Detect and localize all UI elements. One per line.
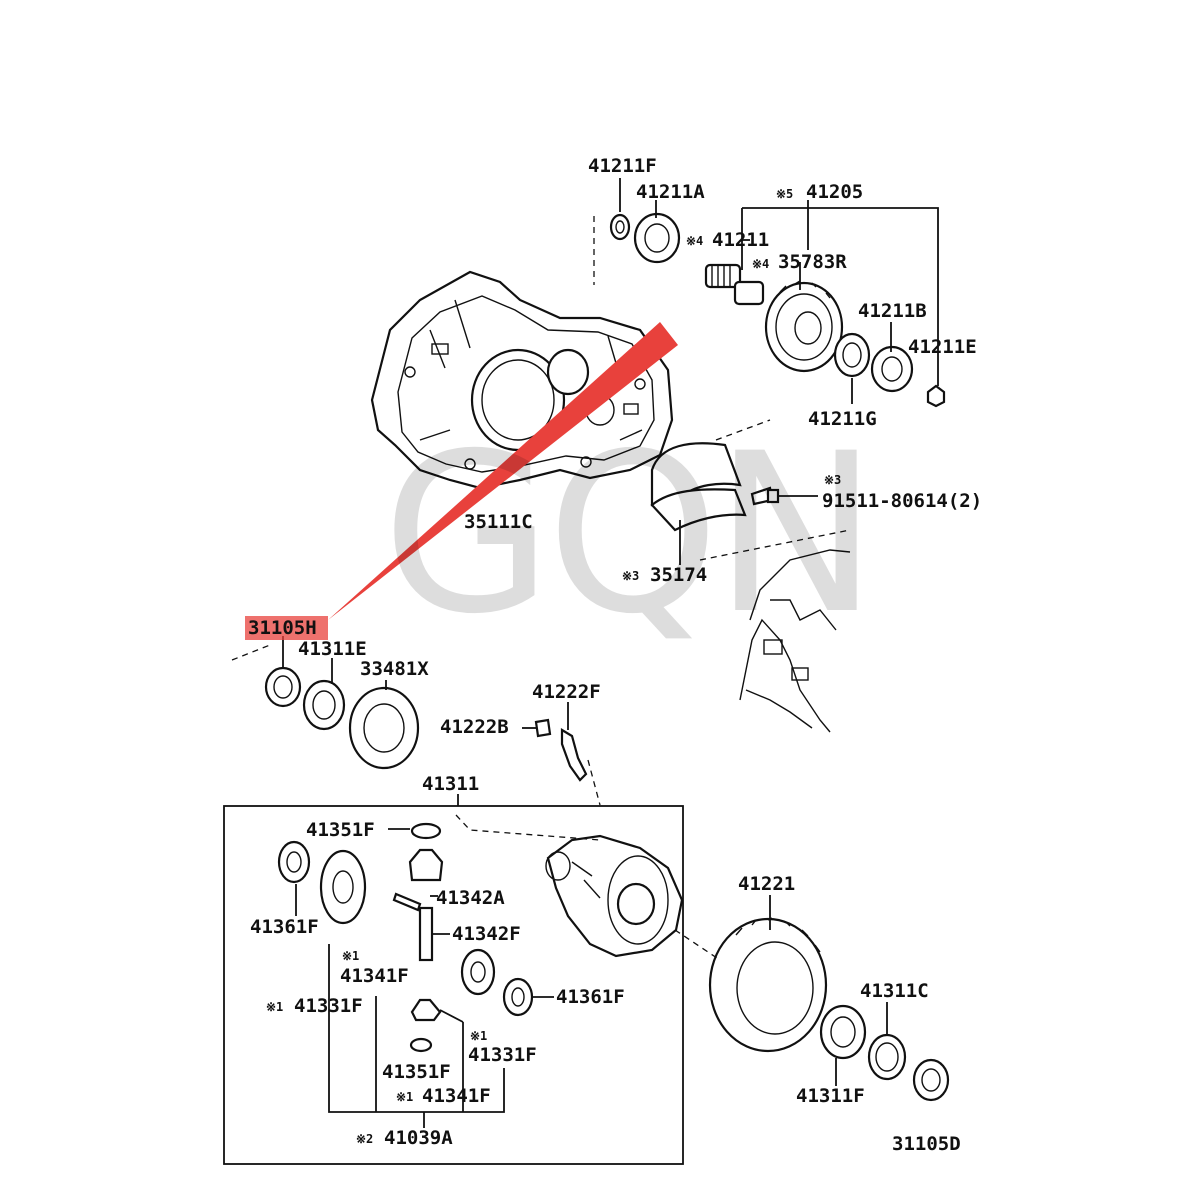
- mark-41205: ※5: [776, 187, 793, 201]
- label-41351F-top: 41351F: [306, 819, 375, 841]
- label-41342A: 41342A: [436, 887, 505, 909]
- label-41221: 41221: [738, 873, 795, 895]
- bearing-41311F: [819, 1004, 867, 1060]
- nut-41211E: [926, 384, 946, 408]
- bearing-41211B: [870, 345, 914, 393]
- label-35174: 35174: [650, 564, 707, 586]
- label-41331F-left: 41331F: [294, 995, 363, 1017]
- left-bearing-group: [231, 644, 420, 770]
- label-41342F: 41342F: [452, 923, 521, 945]
- bearing-41211A: [633, 212, 681, 264]
- bracket-41222F: [560, 728, 588, 782]
- label-41311C: 41311C: [860, 980, 929, 1002]
- ring-gear-41221: [708, 917, 828, 1053]
- label-41311E: 41311E: [298, 638, 367, 660]
- label-31105D: 31105D: [892, 1133, 961, 1155]
- label-41311: 41311: [422, 773, 479, 795]
- mark-41331F-right: ※1: [470, 1029, 487, 1043]
- transaxle-housing: [370, 270, 674, 490]
- label-35111C: 35111C: [464, 511, 533, 533]
- label-33481X: 33481X: [360, 658, 429, 680]
- label-41351F-bottom: 41351F: [382, 1061, 451, 1083]
- engine-block-outline: [699, 529, 851, 733]
- mark-91511: ※3: [824, 473, 841, 487]
- mark-41039A: ※2: [356, 1132, 373, 1146]
- differential-internal-parts: [277, 822, 534, 1128]
- ring-41211G: [833, 332, 871, 378]
- label-41211F-top: 41211F: [588, 155, 657, 177]
- mark-41341F-top: ※1: [342, 949, 359, 963]
- label-41222F: 41222F: [532, 681, 601, 703]
- label-41211G: 41211G: [808, 408, 877, 430]
- ring-41311C: [867, 1033, 907, 1081]
- label-41211E: 41211E: [908, 336, 977, 358]
- label-31105H: 31105H: [248, 617, 317, 639]
- pinion-41211: [704, 263, 742, 289]
- label-41205: 41205: [806, 181, 863, 203]
- ring-gear-group: [674, 917, 950, 1102]
- label-41361F-right: 41361F: [556, 986, 625, 1008]
- gear-35783R: [764, 281, 844, 373]
- label-41211: 41211: [712, 229, 769, 251]
- label-35783R: 35783R: [778, 251, 847, 273]
- leader-lines: [282, 178, 939, 1086]
- label-41311F: 41311F: [796, 1085, 865, 1107]
- mark-35783R: ※4: [752, 257, 769, 271]
- counter-shaft-group: [609, 212, 946, 408]
- highlight-pointer-arrow: [328, 322, 678, 620]
- differential-kit-box: [223, 805, 684, 1165]
- bolt-41222B: [534, 718, 552, 738]
- seal-31105D: [912, 1058, 950, 1102]
- watermark: GQN: [382, 406, 872, 662]
- label-41331F-right: 41331F: [468, 1044, 537, 1066]
- mark-41331F-left: ※1: [266, 1000, 283, 1014]
- label-41361F-left: 41361F: [250, 916, 319, 938]
- bearing-41311E: [302, 679, 346, 731]
- oil-shield-35174: [650, 419, 771, 532]
- seal-41211F-top: [609, 213, 631, 241]
- highlight-label-background: [245, 616, 328, 640]
- speed-sensor-parts: [534, 718, 601, 806]
- label-41222B: 41222B: [440, 716, 509, 738]
- mark-35174: ※3: [622, 569, 639, 583]
- seal-31105H: [264, 666, 302, 708]
- label-41211B: 41211B: [858, 300, 927, 322]
- mark-41341F-bottom: ※1: [396, 1090, 413, 1104]
- differential-case: [455, 814, 684, 958]
- label-41341F-top: 41341F: [340, 965, 409, 987]
- label-91511: 91511-80614(2): [822, 490, 982, 512]
- part-labels: 41211F 41211A ※5 41205 ※4 41211 ※4 35783…: [248, 155, 982, 1155]
- label-41211A: 41211A: [636, 181, 705, 203]
- seal-33481X: [348, 686, 420, 770]
- bolt-91511: [750, 486, 780, 506]
- label-41341F-bottom: 41341F: [422, 1085, 491, 1107]
- label-41039A: 41039A: [384, 1127, 453, 1149]
- mark-41211: ※4: [686, 234, 703, 248]
